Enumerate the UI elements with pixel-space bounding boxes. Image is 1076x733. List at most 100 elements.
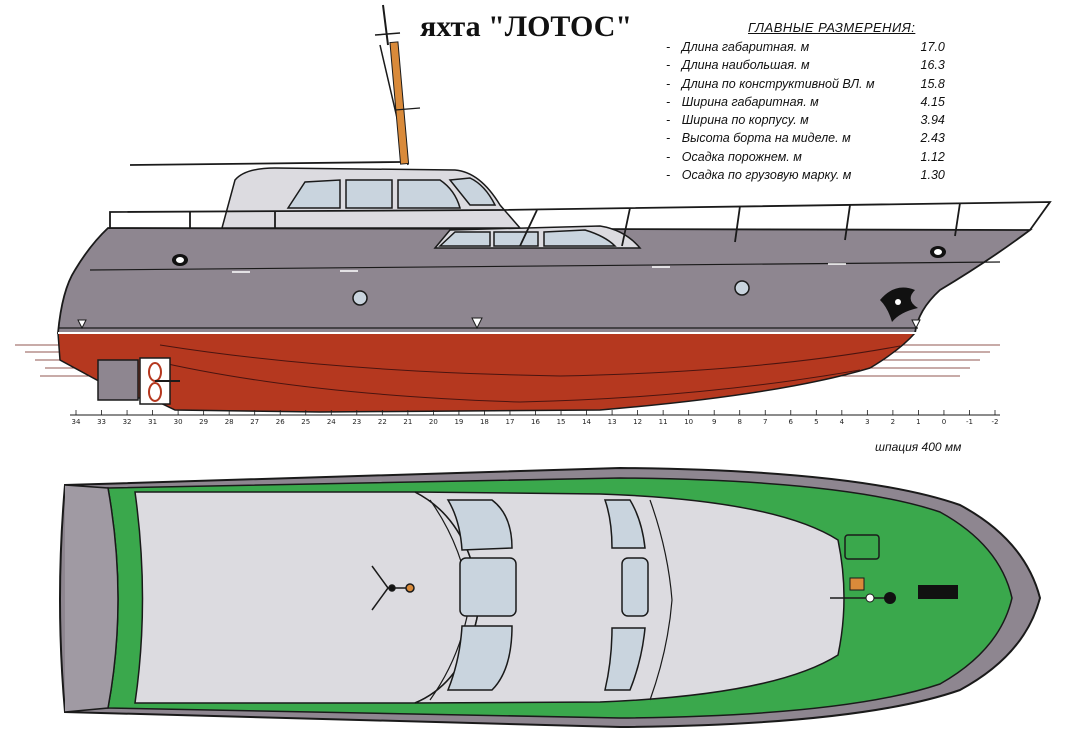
dimension-dash: -: [666, 58, 671, 73]
dimension-label: Длина наибольшая. м: [681, 58, 810, 73]
frame-number: 33: [97, 418, 106, 426]
frame-number: 1: [916, 418, 920, 426]
frame-number: 13: [608, 418, 617, 426]
frame-number: 17: [506, 418, 515, 426]
frame-number: 25: [301, 418, 310, 426]
mast-base-icon: [371, 565, 415, 611]
transom-step: [64, 484, 119, 713]
frame-number: 19: [454, 418, 463, 426]
dimension-dash: -: [666, 149, 671, 164]
deckhouse-line: [649, 499, 673, 701]
dimension-value: 1.12: [920, 149, 945, 164]
dimension-dash: -: [666, 40, 671, 54]
dimension-label: Длина по конструктивной ВЛ. м: [681, 76, 875, 91]
guard-rails: [109, 161, 1052, 247]
main-dimensions-table: ГЛАВНЫЕ РАЗМЕРЕНИЯ: -Длина габаритная. м…: [660, 20, 960, 184]
frame-number: 12: [633, 418, 642, 426]
underwater-hull: [57, 332, 917, 413]
dimension-value: 3.94: [920, 113, 945, 128]
dimension-row: -Осадка порожнем. м 1.12: [660, 148, 960, 166]
frame-number: -1: [966, 418, 973, 426]
dimension-dash: -: [666, 94, 671, 109]
main-dimensions-heading: ГЛАВНЫЕ РАЗМЕРЕНИЯ:: [748, 20, 916, 35]
dimension-value: 17.0: [920, 40, 945, 54]
dimension-label: Осадка порожнем. м: [681, 149, 802, 164]
frame-number: 10: [684, 418, 693, 426]
porthole-icon: [172, 254, 188, 266]
dimension-value: 1.30: [920, 168, 945, 183]
propeller-icon: [148, 362, 180, 402]
frame-number: 15: [557, 418, 566, 426]
dimension-label: Ширина габаритная. м: [681, 94, 819, 109]
frame-number: 30: [174, 418, 183, 426]
hull-trim: [232, 263, 846, 273]
frame-number: 18: [480, 418, 489, 426]
hull-chine-line: [159, 344, 901, 377]
frame-number: 5: [814, 418, 818, 426]
frame-number: 20: [429, 418, 438, 426]
frame-number: 2: [891, 418, 895, 426]
frame-number: 26: [276, 418, 285, 426]
dimension-label: Ширина по корпусу. м: [681, 113, 809, 128]
frame-number: 11: [659, 418, 668, 426]
mast: [374, 4, 421, 166]
anchor-icon: [880, 287, 918, 322]
frame-number: 22: [378, 418, 387, 426]
porthole-icon: [930, 246, 946, 258]
frame-number: 27: [250, 418, 259, 426]
frame-number: 14: [582, 418, 591, 426]
cabin-roof: [134, 491, 481, 704]
dimension-label: Длина габаритная. м: [681, 40, 810, 54]
side-windows: [286, 177, 617, 247]
side-profile: 3433323130292827262524232221201918171615…: [15, 4, 1052, 426]
dimension-row: -Высота борта на миделе. м 2.43: [660, 129, 960, 147]
frame-number: 9: [712, 418, 716, 426]
dimension-row: -Длина наибольшая. м 16.3: [660, 56, 960, 74]
porthole-icon: [734, 280, 750, 296]
rudder: [97, 359, 139, 401]
dimension-row: -Длина по конструктивной ВЛ. м 15.8: [660, 75, 960, 93]
windlass-icon: [830, 534, 896, 604]
frame-number: -2: [992, 418, 999, 426]
frame-number: 32: [123, 418, 132, 426]
frame-number: 8: [737, 418, 741, 426]
dimension-dash: -: [666, 76, 671, 91]
frame-number: 24: [327, 418, 336, 426]
sheer-line: [89, 261, 1001, 271]
frame-number: 0: [942, 418, 946, 426]
frame-number: 16: [531, 418, 540, 426]
frame-number: 34: [72, 418, 81, 426]
dimension-label: Осадка по грузовую марку. м: [681, 168, 852, 183]
dimension-label: Высота борта на миделе. м: [681, 131, 851, 146]
frame-number: 4: [840, 418, 845, 426]
frame-number: 7: [763, 418, 767, 426]
dimension-row: -Ширина по корпусу. м 3.94: [660, 111, 960, 129]
dimension-row: -Длина габаритная. м 17.0: [660, 38, 960, 56]
dimension-dash: -: [666, 168, 671, 183]
frame-number: 28: [225, 418, 234, 426]
dimension-dash: -: [666, 113, 671, 128]
draft-marks: [77, 317, 921, 330]
hull-keel-line: [149, 359, 861, 403]
porthole-icon: [352, 290, 368, 306]
dimension-value: 16.3: [920, 58, 945, 73]
frame-number: 23: [352, 418, 361, 426]
dimension-row: -Ширина габаритная. м 4.15: [660, 93, 960, 111]
frame-number: 21: [403, 418, 412, 426]
dimension-value: 15.8: [920, 76, 945, 91]
frame-spacing-note: шпация 400 мм: [875, 440, 962, 454]
dimension-value: 2.43: [920, 131, 945, 146]
frame-number: 6: [789, 418, 794, 426]
dimension-dash: -: [666, 131, 671, 146]
anchor-locker: [918, 585, 958, 599]
dimension-value: 4.15: [920, 94, 945, 109]
roof-windows: [446, 499, 649, 691]
frame-number: 3: [865, 418, 869, 426]
frame-number: 31: [148, 418, 157, 426]
dimension-row: -Осадка по грузовую марку. м 1.30: [660, 166, 960, 184]
frame-number: 29: [199, 418, 208, 426]
